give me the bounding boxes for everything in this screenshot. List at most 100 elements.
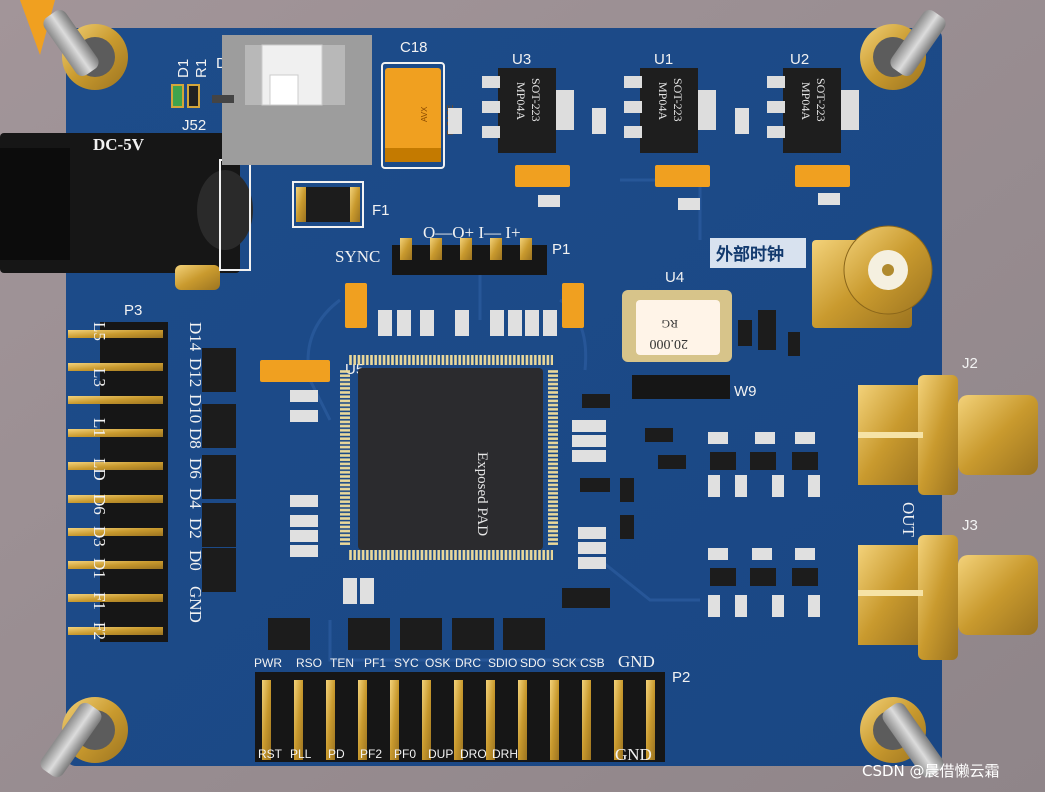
p3-right-label: D4 — [186, 488, 205, 509]
mounting-hole-br — [860, 697, 944, 778]
p3-right-label: D12 — [186, 358, 205, 387]
refdes-u3: U3 — [512, 51, 531, 68]
resistor-r1 — [187, 84, 200, 108]
p2-bottom-label: PD — [328, 747, 345, 761]
p3-left-label: LD — [90, 458, 109, 481]
header-p2 — [255, 672, 665, 762]
refdes-c18: C18 — [400, 39, 428, 56]
p2-bottom-label: DRO — [460, 747, 487, 761]
p2-top-label: TEN — [330, 656, 354, 670]
watermark: CSDN @晨借懒云霜 — [862, 762, 1000, 780]
mounting-hole-bl — [40, 697, 128, 778]
u3-marking-2: MP04A — [514, 82, 528, 120]
p2-bottom-label: PLL — [290, 747, 312, 761]
refdes-j52: J52 — [182, 117, 206, 134]
p3-left-label: D1 — [90, 558, 109, 579]
p2-bottom-label: PF2 — [360, 747, 382, 761]
u2-marking: SOT-223 — [814, 78, 828, 122]
jumper-w9 — [632, 375, 730, 399]
refdes-r1: R1 — [193, 59, 210, 78]
p2-bottom-label: GND — [615, 745, 652, 764]
out-label: OUT — [899, 502, 918, 538]
refdes-u4: U4 — [665, 269, 684, 286]
c18-marking-avx: AVX — [420, 106, 429, 122]
sma-ext-clock — [812, 225, 933, 328]
regulator-u1 — [624, 68, 716, 153]
p3-right-labels: D14 D12 D10 D8 D6 D4 D2 D0 GND — [186, 322, 205, 623]
u3-marking: SOT-223 — [529, 78, 543, 122]
refdes-p2: P2 — [672, 669, 690, 686]
p2-top-label: GND — [618, 652, 655, 671]
refdes-u2: U2 — [790, 51, 809, 68]
u1-marking-2: MP04A — [656, 82, 670, 120]
p2-top-labels: PWR RSO TEN PF1 SYC OSK DRC SDIO SDO SCK… — [254, 652, 655, 671]
mounting-hole-tl — [43, 10, 128, 90]
u5-exposed-pad-label: Exposed PAD — [474, 452, 490, 536]
header-p3 — [68, 322, 168, 642]
p3-left-label: F1 — [90, 592, 109, 610]
sma-j2 — [858, 375, 1038, 495]
p3-left-label: D6 — [90, 494, 109, 515]
sync-label: SYNC — [335, 247, 380, 266]
mounting-hole-tr — [860, 10, 946, 90]
dc-input-label: DC-5V — [93, 135, 145, 154]
p3-left-label: L5 — [90, 322, 109, 341]
p3-left-label: F2 — [90, 622, 109, 640]
p2-top-label: SYC — [394, 656, 419, 670]
p3-left-labels: L5 L3 L1 LD D6 D3 D1 F1 F2 — [90, 322, 109, 640]
ext-clock-label: 外部时钟 — [716, 244, 784, 265]
tantalum-c18 — [381, 62, 445, 169]
p2-bottom-label: RST — [258, 747, 283, 761]
ic-u5 — [340, 355, 558, 560]
p2-top-label: DRC — [455, 656, 481, 670]
p3-right-label: D8 — [186, 428, 205, 449]
p3-right-label: D6 — [186, 458, 205, 479]
usb-connector — [212, 35, 372, 165]
passive-components — [268, 108, 840, 650]
p2-bottom-label: DRH — [492, 747, 518, 761]
p2-top-label: RSO — [296, 656, 322, 670]
dc-power-jack — [0, 133, 253, 290]
crystal-frequency: 20.000 — [650, 336, 689, 351]
refdes-j2: J2 — [962, 355, 978, 372]
p2-top-label: SCK — [552, 656, 577, 670]
crystal-u4 — [622, 290, 732, 362]
crystal-marking: RG — [661, 317, 678, 331]
p3-left-label: D3 — [90, 526, 109, 547]
p2-top-label: CSB — [580, 656, 605, 670]
p3-right-label: D10 — [186, 394, 205, 423]
u2-marking-2: MP04A — [799, 82, 813, 120]
led-d1 — [171, 84, 184, 108]
sma-j3 — [858, 535, 1038, 660]
corner-marker — [20, 0, 55, 55]
refdes-d1: D1 — [175, 59, 192, 78]
p1-pin-labels: O—O+ I— I+ — [423, 223, 521, 242]
regulator-u2 — [767, 68, 859, 153]
p3-left-label: L3 — [90, 368, 109, 387]
regulator-u3 — [482, 68, 574, 153]
tantalum-row — [260, 165, 850, 382]
refdes-u1: U1 — [654, 51, 673, 68]
header-p1 — [392, 238, 547, 275]
ext-clock-badge — [710, 238, 806, 268]
p2-top-label: PWR — [254, 656, 282, 670]
refdes-p1: P1 — [552, 241, 570, 258]
p2-bottom-label: PF0 — [394, 747, 416, 761]
p3-right-label: D0 — [186, 550, 205, 571]
p2-bottom-labels: RST PLL PD PF2 PF0 DUP DRO DRH GND — [258, 745, 652, 764]
p2-top-label: SDIO — [488, 656, 517, 670]
p3-right-label: D2 — [186, 518, 205, 539]
p3-left-label: L1 — [90, 418, 109, 437]
p2-bottom-label: DUP — [428, 747, 453, 761]
refdes-p3: P3 — [124, 302, 142, 319]
p3-right-label: GND — [186, 586, 205, 623]
refdes-j3: J3 — [962, 517, 978, 534]
p2-top-label: PF1 — [364, 656, 386, 670]
p3-right-label: D14 — [186, 322, 205, 352]
p2-top-label: OSK — [425, 656, 450, 670]
refdes-f1: F1 — [372, 202, 390, 219]
fuse-f1 — [292, 181, 364, 228]
refdes-w9: W9 — [734, 383, 757, 400]
u1-marking: SOT-223 — [671, 78, 685, 122]
